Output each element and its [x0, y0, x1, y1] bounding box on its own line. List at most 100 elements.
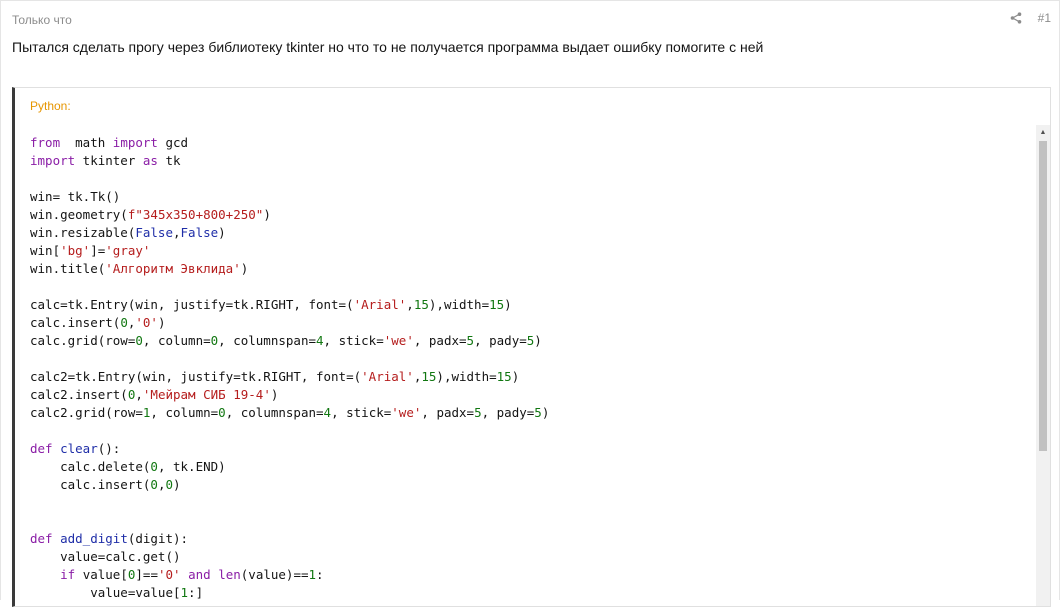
code-token: calc.insert(	[30, 315, 121, 330]
code-token: win[	[30, 243, 61, 258]
code-token: ),width=	[428, 297, 490, 312]
code-token: f"345x350+800+250"	[127, 207, 264, 222]
code-token: )	[511, 369, 520, 384]
code-scrollbar[interactable]: ▲	[1036, 125, 1050, 606]
code-line: value=calc.get()	[30, 548, 1030, 566]
code-token: import	[112, 135, 158, 150]
code-token: len	[218, 567, 241, 582]
code-token: 4	[323, 405, 332, 420]
code-token	[30, 567, 60, 582]
code-token: 0	[150, 459, 158, 474]
code-line: def add_digit(digit):	[30, 530, 1030, 548]
code-token: 0	[165, 477, 174, 492]
share-icon[interactable]	[1010, 12, 1022, 24]
code-line: calc2.grid(row=1, column=0, columnspan=4…	[30, 404, 1030, 422]
code-token: ]==	[135, 567, 158, 582]
code-token: calc.delete(	[30, 459, 151, 474]
code-line: win.geometry(f"345x350+800+250")	[30, 206, 1030, 224]
code-line: calc.delete(0, tk.END)	[30, 458, 1030, 476]
code-token: ,	[406, 297, 414, 312]
code-token: if	[60, 567, 76, 582]
code-token: 'gray'	[105, 243, 151, 258]
code-token: add_digit	[60, 531, 128, 546]
code-token: calc.insert(	[30, 477, 151, 492]
code-token: 0	[210, 333, 219, 348]
code-line	[30, 512, 1030, 530]
code-token: 'we'	[383, 333, 414, 348]
code-token: , padx=	[413, 333, 467, 348]
code-token: 0	[150, 477, 158, 492]
code-token: value=calc.get()	[30, 549, 181, 564]
code-token: clear	[60, 441, 98, 456]
code-token: 0	[135, 333, 143, 348]
code-token: 1	[308, 567, 317, 582]
code-line: calc.insert(0,'0')	[30, 314, 1030, 332]
code-token: and	[188, 567, 211, 582]
code-token: calc=tk.Entry(win, justify=tk.RIGHT, fon…	[30, 297, 354, 312]
code-token: 0	[127, 567, 136, 582]
code-token	[181, 567, 189, 582]
code-token: , column=	[150, 405, 219, 420]
code-line: calc=tk.Entry(win, justify=tk.RIGHT, fon…	[30, 296, 1030, 314]
code-token: , column=	[142, 333, 211, 348]
code-line: if value[0]=='0' and len(value)==1:	[30, 566, 1030, 584]
code-token: ,	[157, 477, 166, 492]
code-token: )	[263, 207, 271, 222]
code-token: ,	[173, 225, 181, 240]
post-number-link[interactable]: #1	[1037, 11, 1051, 25]
code-token: ():	[97, 441, 121, 456]
code-token: )	[173, 477, 181, 492]
post-time: Только что	[12, 13, 72, 27]
code-token: )	[157, 315, 166, 330]
code-token: import	[30, 153, 76, 168]
code-token: 1	[142, 405, 151, 420]
code-token: 'Arial'	[361, 369, 414, 384]
code-token: 'Мейрам СИБ 19-4'	[142, 387, 271, 402]
code-token: , columnspan=	[225, 405, 324, 420]
code-token: False	[180, 225, 219, 240]
code-token	[53, 531, 61, 546]
code-token: :]	[188, 585, 204, 600]
code-token: 5	[526, 333, 535, 348]
code-token: def	[30, 531, 53, 546]
code-line	[30, 350, 1030, 368]
code-token: )	[240, 261, 249, 276]
code-token: 15	[489, 297, 505, 312]
code-token: )	[504, 297, 512, 312]
code-line: value=value[1:]	[30, 584, 1030, 602]
code-token: )	[541, 405, 550, 420]
code-token: 0	[127, 387, 136, 402]
code-token: , columnspan=	[218, 333, 316, 348]
code-token: 5	[474, 405, 482, 420]
code-token: 4	[316, 333, 324, 348]
code-token: )	[534, 333, 542, 348]
code-token: 'bg'	[60, 243, 91, 258]
code-token: (digit):	[127, 531, 189, 546]
code-token: ,	[127, 315, 136, 330]
code-token: ]=	[90, 243, 106, 258]
code-token: calc2=tk.Entry(win, justify=tk.RIGHT, fo…	[30, 369, 362, 384]
code-line: calc.grid(row=0, column=0, columnspan=4,…	[30, 332, 1030, 350]
code-token: ,	[413, 369, 422, 384]
code-token: value[	[75, 567, 128, 582]
code-line: win.title('Алгоритм Эвклида')	[30, 260, 1030, 278]
scroll-up-arrow-icon[interactable]: ▲	[1039, 128, 1047, 136]
scroll-thumb[interactable]	[1039, 141, 1047, 451]
code-token: 5	[534, 405, 542, 420]
code-token: def	[30, 441, 53, 456]
code-token: gcd	[157, 135, 189, 150]
code-token: ,	[135, 387, 143, 402]
code-token: 'we'	[391, 405, 422, 420]
code-token: , padx=	[421, 405, 475, 420]
code-language-label: Python:	[30, 99, 71, 113]
code-token: tkinter	[75, 153, 143, 168]
code-token: 15	[413, 297, 429, 312]
code-token: 'Алгоритм Эвклида'	[105, 261, 241, 276]
code-token: 1	[180, 585, 189, 600]
code-token: win.geometry(	[30, 207, 128, 222]
code-line	[30, 422, 1030, 440]
code-token: ),width=	[436, 369, 497, 384]
code-token: 5	[466, 333, 475, 348]
